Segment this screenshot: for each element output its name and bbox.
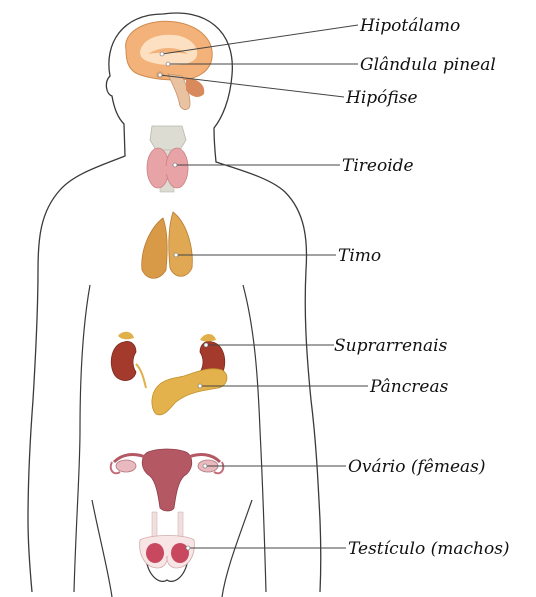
leader-lines: [160, 25, 368, 548]
thymus: [142, 212, 193, 278]
label-testiculo: Testículo (machos): [348, 539, 510, 559]
uterus: [111, 449, 224, 511]
label-hipotalamo: Hipotálamo: [359, 16, 460, 36]
label-hipofise: Hipófise: [345, 88, 418, 108]
pancreas: [152, 369, 227, 415]
label-pancreas: Pâncreas: [369, 377, 449, 397]
left-leg: [92, 500, 112, 597]
testicles: [140, 512, 195, 568]
thyroid: [147, 126, 188, 192]
labels: Hipotálamo Glândula pineal Hipófise Tire…: [334, 16, 510, 559]
label-tireoide: Tireoide: [342, 156, 414, 176]
label-ovario: Ovário (fêmeas): [348, 457, 486, 477]
left-arm-inner: [74, 285, 90, 592]
label-timo: Timo: [338, 246, 381, 266]
label-glandula-pineal: Glândula pineal: [360, 55, 496, 75]
right-arm-inner: [243, 285, 266, 592]
label-suprarrenais: Suprarrenais: [334, 336, 448, 356]
